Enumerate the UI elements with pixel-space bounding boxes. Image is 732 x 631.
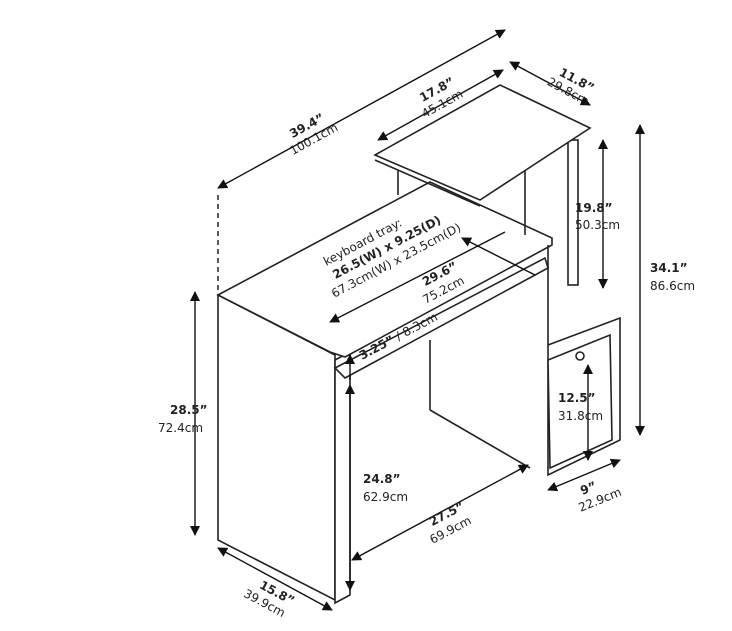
dim-line-overall-width (217, 29, 506, 189)
dimension-lines (190, 29, 645, 611)
label-knee-height-in: 24.8” (363, 472, 401, 486)
label-desk-height-cm: 72.4cm (158, 421, 203, 435)
label-cabinet-height-in: 12.5” (558, 391, 596, 405)
svg-text:9”: 9” (578, 479, 598, 498)
label-shelf-depth: 11.8” 29.8cm (545, 65, 597, 108)
cabinet-knob (575, 351, 585, 361)
desk (216, 84, 621, 605)
dim-line-knee-width (351, 464, 529, 561)
label-overall-width: 39.4” 100.1cm (287, 111, 340, 158)
upper-shelf (373, 84, 592, 201)
label-shelf-height-cm: 50.3cm (575, 218, 620, 232)
back-panel-bottom (429, 409, 531, 469)
dim-line-shelf-width (377, 69, 504, 141)
dim-line-keyboard-tray (461, 237, 536, 276)
cabinet-front (547, 333, 613, 470)
label-desk-height-in: 28.5” (170, 403, 208, 417)
label-cabinet-height-cm: 31.8cm (558, 409, 603, 423)
dim-line-desk-depth (217, 547, 333, 611)
desk-front-leg (334, 350, 351, 605)
label-overall-height-cm: 86.6cm (650, 279, 695, 293)
label-overall-height-in: 34.1” (650, 261, 688, 275)
label-knee-width: 27.5” 69.9cm (427, 499, 474, 547)
label-knee-height-cm: 62.9cm (363, 490, 408, 504)
dim-line-desk-width (329, 231, 506, 323)
label-desk-depth: 15.8” 39.9cm (241, 578, 297, 620)
dim-line-cabinet-width (547, 458, 621, 492)
dim-line-shelf-depth (509, 61, 591, 106)
label-shelf-height-in: 19.8” (575, 201, 613, 215)
